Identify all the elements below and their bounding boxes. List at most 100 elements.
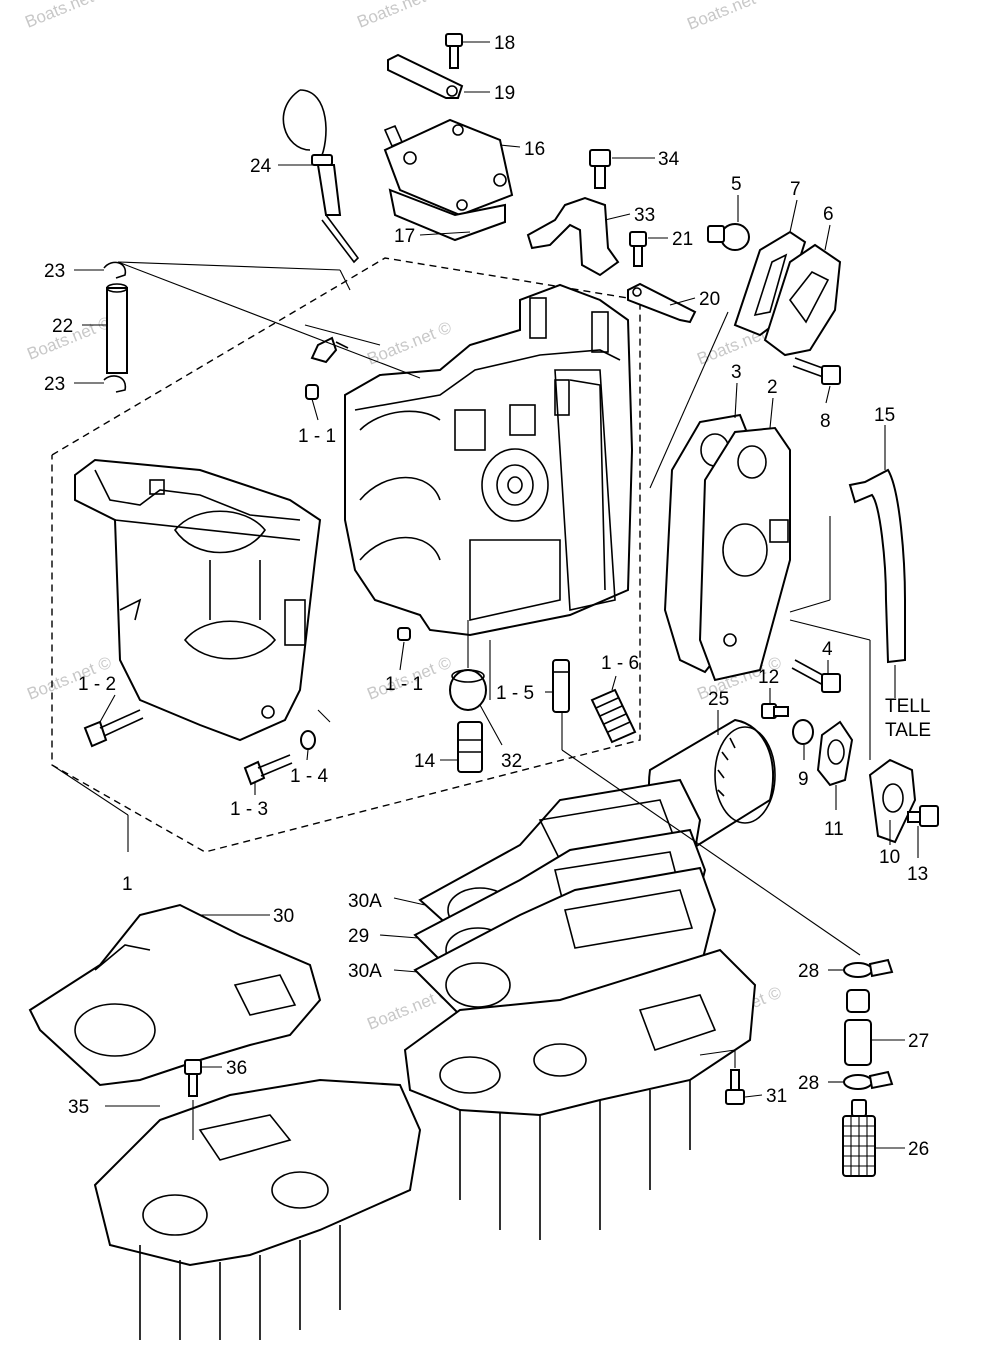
callout-17: 17 bbox=[394, 226, 415, 247]
hose-15 bbox=[848, 468, 906, 664]
bolt-18 bbox=[445, 33, 463, 69]
watermark: Boats.net © bbox=[354, 0, 444, 32]
bolt-31 bbox=[725, 1069, 745, 1105]
bolt-4 bbox=[791, 659, 841, 693]
callout-36: 36 bbox=[226, 1058, 247, 1079]
callout-10: 10 bbox=[879, 847, 900, 868]
callout-29: 29 bbox=[348, 926, 369, 947]
callout-1-3: 1 - 3 bbox=[230, 799, 268, 820]
adapter-plate bbox=[403, 948, 757, 1240]
leader-lines bbox=[117, 261, 871, 1140]
callout-2: 2 bbox=[767, 377, 778, 398]
callout-21: 21 bbox=[672, 229, 693, 250]
housing-6 bbox=[763, 243, 842, 357]
callout-19: 19 bbox=[494, 83, 515, 104]
clamp-28-lower bbox=[843, 1070, 894, 1090]
callout-23-lower: 23 bbox=[44, 374, 65, 395]
bolt-34 bbox=[589, 149, 611, 189]
dipstick-24 bbox=[282, 89, 360, 264]
sleeve-1-5 bbox=[552, 659, 570, 713]
tube-22 bbox=[106, 283, 128, 374]
callout-18: 18 bbox=[494, 33, 515, 54]
cover-16 bbox=[383, 118, 514, 217]
tell-tale-label: TELL TALE bbox=[885, 696, 931, 741]
assembly-group-outline bbox=[51, 257, 641, 853]
callout-12: 12 bbox=[758, 667, 779, 688]
elbow-fitting bbox=[310, 336, 349, 364]
callout-1-4: 1 - 4 bbox=[290, 766, 328, 787]
callout-34: 34 bbox=[658, 149, 680, 170]
clamp-28-upper bbox=[843, 958, 894, 978]
crankcase-half bbox=[74, 458, 322, 742]
callout-31: 31 bbox=[766, 1086, 787, 1107]
cover-10 bbox=[868, 758, 917, 844]
clip-23-upper bbox=[103, 261, 127, 279]
callout-8: 8 bbox=[820, 411, 831, 432]
callout-16: 16 bbox=[524, 139, 545, 160]
tell-tale-line-2: TALE bbox=[885, 720, 931, 741]
callout-11: 11 bbox=[824, 819, 844, 840]
clip-23-lower bbox=[103, 375, 127, 393]
plug-5 bbox=[707, 223, 750, 251]
callout-6: 6 bbox=[823, 204, 834, 225]
watermark: Boats.net © bbox=[684, 0, 774, 34]
callout-3: 3 bbox=[731, 362, 742, 383]
callout-1-5: 1 - 5 bbox=[496, 683, 534, 704]
bolt-13 bbox=[907, 805, 939, 827]
tell-tale-line-1: TELL bbox=[885, 696, 930, 717]
gasket-17 bbox=[388, 188, 506, 242]
bolt-1-3 bbox=[243, 754, 293, 786]
callout-1-1-upper: 1 - 1 bbox=[298, 426, 336, 447]
callout-30: 30 bbox=[273, 906, 294, 927]
bolt-21 bbox=[629, 231, 647, 267]
callout-35: 35 bbox=[68, 1097, 89, 1118]
callout-4: 4 bbox=[822, 639, 833, 660]
dowel-pin-1-1-lower bbox=[397, 627, 411, 641]
callout-14: 14 bbox=[414, 751, 436, 772]
callout-7: 7 bbox=[790, 179, 801, 200]
pan-35 bbox=[93, 1078, 422, 1340]
watermark: Boats.net © bbox=[364, 318, 454, 369]
fitting-14 bbox=[457, 721, 483, 773]
gasket-11 bbox=[816, 720, 854, 787]
callout-20: 20 bbox=[699, 289, 720, 310]
bolt-8 bbox=[792, 357, 841, 385]
bolt-36 bbox=[184, 1059, 202, 1097]
callout-13: 13 bbox=[907, 864, 928, 885]
plate-20 bbox=[627, 282, 697, 324]
callout-1-1-lower: 1 - 1 bbox=[385, 674, 423, 695]
plate-19 bbox=[387, 53, 464, 99]
callout-24: 24 bbox=[250, 156, 272, 177]
callout-1-6: 1 - 6 bbox=[601, 653, 639, 674]
callout-30A-lower: 30A bbox=[348, 961, 382, 982]
callout-1-2: 1 - 2 bbox=[78, 674, 116, 695]
callout-23-upper: 23 bbox=[44, 261, 65, 282]
callout-32: 32 bbox=[501, 751, 522, 772]
strainer-26 bbox=[842, 1099, 876, 1177]
callout-22: 22 bbox=[52, 316, 73, 337]
washer-1-4 bbox=[300, 730, 316, 750]
gasket-7 bbox=[733, 230, 807, 337]
callout-arrows bbox=[74, 41, 919, 1149]
plug-9 bbox=[792, 719, 814, 745]
callout-26: 26 bbox=[908, 1139, 929, 1160]
callout-28-upper: 28 bbox=[798, 961, 819, 982]
bolt-1-2 bbox=[83, 709, 144, 748]
cover-2 bbox=[698, 426, 791, 682]
callout-15: 15 bbox=[874, 405, 895, 426]
watermark: Boats.net © bbox=[22, 0, 112, 32]
callout-30A-upper: 30A bbox=[348, 891, 382, 912]
spring-1-6 bbox=[590, 688, 637, 744]
callout-25: 25 bbox=[708, 689, 729, 710]
dowel-pin-1-1-upper bbox=[305, 384, 319, 400]
callout-1: 1 bbox=[122, 874, 133, 895]
cap-32 bbox=[449, 669, 487, 711]
bracket-33 bbox=[526, 196, 620, 277]
callout-5: 5 bbox=[731, 174, 742, 195]
cylinder-block bbox=[344, 283, 634, 637]
callout-33: 33 bbox=[634, 205, 655, 226]
gasket-30 bbox=[28, 903, 322, 1087]
callout-9: 9 bbox=[798, 769, 809, 790]
